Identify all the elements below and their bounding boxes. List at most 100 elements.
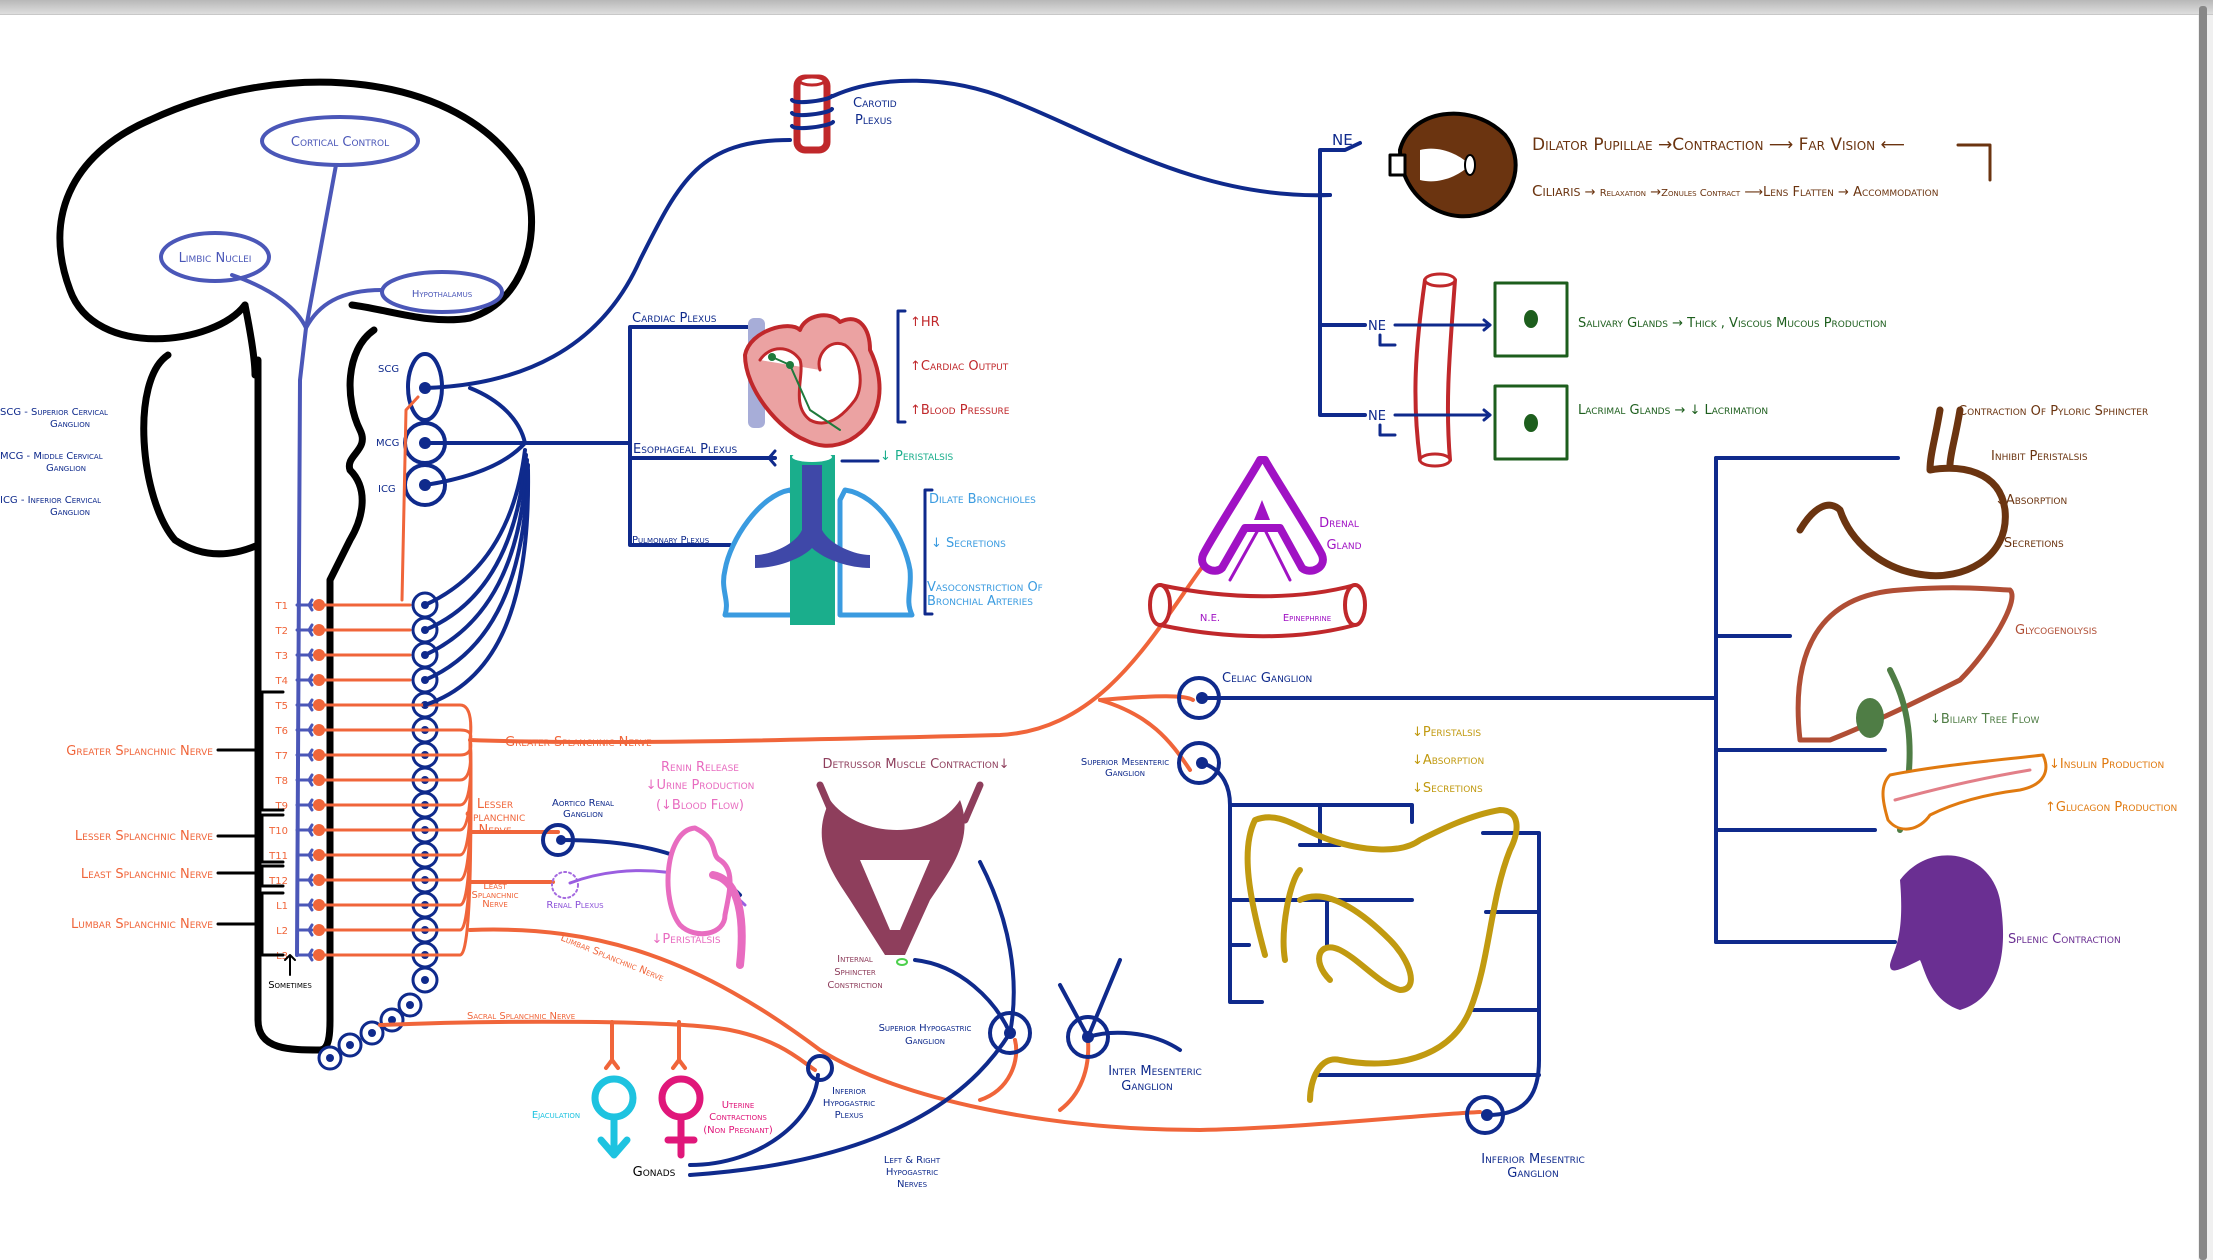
renal-plexus-label: Renal Plexus xyxy=(546,900,604,911)
lung-effects-bracket xyxy=(923,488,934,616)
spinal-level-label: T2 xyxy=(275,626,288,637)
kidney-icon xyxy=(665,825,746,969)
sup-hypogastric-label-2: Ganglion xyxy=(905,1036,945,1047)
lacrimal-gland-effect: Lacrimal Glands → ↓ Lacrimation xyxy=(1578,403,1768,418)
sometimes-label: Sometimes xyxy=(268,980,312,991)
splanchnic-brackets xyxy=(216,690,285,957)
pulmonary-plexus-label: Pulmonary Plexus xyxy=(632,535,710,546)
sup-hypogastric-label-1: Superior Hypogastric xyxy=(879,1023,972,1034)
lung-effect-bronchioles: Dilate Bronchioles xyxy=(929,492,1036,507)
stomach-effect-secretions: ↓Secretions xyxy=(1993,536,2064,551)
pelvic-fibers xyxy=(688,860,1182,1177)
cns-synapse xyxy=(295,698,314,712)
cns-synapse xyxy=(295,623,314,637)
lung-effect-secretions: ↓ Secretions xyxy=(931,536,1006,551)
svg-text:MCG - Middle Cervical: MCG - Middle Cervical xyxy=(0,451,103,462)
least-splanchnic-label-3: Nerve xyxy=(482,899,508,910)
spleen-icon xyxy=(1890,855,2004,1010)
sacral-chain-cell-body xyxy=(388,1016,396,1024)
svg-text:SCG - Superior Cervical: SCG - Superior Cervical xyxy=(0,407,108,418)
celiac-branches xyxy=(1200,456,1900,944)
spinal-level-label: T12 xyxy=(268,876,288,887)
sacral-chain-cell-body xyxy=(346,1041,354,1049)
spinal-level-label: T6 xyxy=(275,726,288,737)
ureter-effect-peristalsis: ↓Peristalsis xyxy=(651,932,720,947)
adrenal-label-1: Drenal xyxy=(1319,516,1359,531)
cns-synapse xyxy=(295,898,314,912)
cns-synapse xyxy=(295,823,314,837)
intestine-effect-absorption: ↓Absorption xyxy=(1412,753,1484,768)
uterine-label-3: (Non Pregnant) xyxy=(703,1125,773,1136)
blood-vessel-icon xyxy=(1413,272,1457,468)
salivary-gland-effect: Salivary Glands → Thick , Viscous Mucous… xyxy=(1578,316,1887,331)
window-top-bar xyxy=(0,0,2213,15)
cardiac-plexus-label: Cardiac Plexus xyxy=(632,311,717,326)
cns-synapse xyxy=(295,723,314,737)
mcg-label: MCG xyxy=(376,438,399,449)
aorticorenal-label-2: Ganglion xyxy=(563,809,603,820)
sacral-chain-cell-body xyxy=(406,1001,414,1009)
liver-icon xyxy=(1795,585,2015,743)
salivary-ne-label: NE xyxy=(1368,319,1386,334)
heart-effects-bracket xyxy=(896,309,907,424)
lungs-icon xyxy=(721,487,915,618)
lumbar-splanchnic-nerve xyxy=(468,927,1482,1132)
kidney-effect-blood-flow: (↓Blood Flow) xyxy=(656,798,744,813)
inf-hypogastric-label-2: Hypogastric xyxy=(823,1098,875,1109)
stomach-icon xyxy=(1796,406,2009,580)
uterine-label-2: Contractions xyxy=(709,1112,767,1123)
eye-icon xyxy=(1388,111,1518,219)
stomach-effect-peristalsis: Inhibit Peristalsis xyxy=(1991,449,2088,464)
esophageal-plexus-label: Esophageal Plexus xyxy=(633,442,737,457)
cortical-control-node xyxy=(260,115,420,167)
thoracic-plexus-branches xyxy=(523,318,777,547)
icg-label: ICG xyxy=(378,484,396,495)
renal-plexus-icon xyxy=(551,871,579,899)
spinal-level-label: T4 xyxy=(275,676,288,687)
lacrimal-ne-label: NE xyxy=(1368,409,1386,424)
male-gonad-branch xyxy=(604,1020,620,1070)
cervical-ganglia-legend: SCG - Superior Cervical Ganglion MCG - M… xyxy=(0,407,108,518)
lumbar-splanchnic-label: Lumbar Splanchnic Nerve xyxy=(559,933,665,984)
inter-mesenteric-label-2: Ganglion xyxy=(1121,1079,1172,1094)
carotid-plexus-label-1: Carotid xyxy=(853,96,897,111)
greater-to-celiac xyxy=(1098,694,1195,702)
spinal-level-label: T5 xyxy=(275,701,288,712)
gallbladder-icon xyxy=(1856,698,1884,738)
adrenal-blood-vessel xyxy=(1148,583,1367,639)
spinal-level-label: T3 xyxy=(275,651,288,662)
intestine-icon xyxy=(1244,807,1520,1103)
head-branches xyxy=(1318,141,1367,417)
gland-fibers xyxy=(1378,318,1492,437)
ascending-preganglionic-fiber xyxy=(400,395,420,602)
thoracic-postganglionic-fibers xyxy=(423,448,531,707)
lacrimal-gland-icon xyxy=(1493,384,1569,461)
greater-to-sup-mesenteric xyxy=(1098,698,1192,772)
vertical-scrollbar[interactable] xyxy=(2199,6,2207,1260)
aorticorenal-label-1: Aortico Renal xyxy=(552,798,614,809)
sup-hypogastric-cell-body xyxy=(1004,1027,1016,1039)
spinal-level-label: L2 xyxy=(276,926,288,937)
gonads-label: Gonads xyxy=(633,1165,676,1180)
spinal-level-label: T11 xyxy=(268,851,288,862)
spinal-level-label: T9 xyxy=(275,801,288,812)
scg-label: SCG xyxy=(378,364,399,375)
sup-mesenteric-label-1: Superior Mesenteric xyxy=(1081,757,1169,768)
gallbladder-effect: ↓Biliary Tree Flow xyxy=(1930,712,2040,727)
lesser-splanchnic-label-1: Lesser xyxy=(477,797,513,812)
sup-mesenteric-branches xyxy=(1200,761,1541,1117)
lesser-splanchnic-label-2: Splanchnic xyxy=(465,810,526,825)
sphincter-label-3: Constriction xyxy=(827,980,882,991)
least-splanchnic-label-1: Least xyxy=(483,881,507,892)
adrenal-label-2: Gland xyxy=(1326,538,1361,553)
lesser-splanchnic-label-3: Nerve xyxy=(478,823,511,838)
spinal-level-label: T10 xyxy=(268,826,288,837)
heart-effect-hr: ↑HR xyxy=(910,315,940,330)
intestine-effect-secretions: ↓Secretions xyxy=(1412,781,1483,796)
detrusor-effect: Detrussor Muscle Contraction↓ xyxy=(823,757,1010,772)
inf-hypogastric-label-3: Plexus xyxy=(835,1110,864,1121)
salivary-gland-icon xyxy=(1493,281,1569,358)
eye-ciliaris-effect: Ciliaris → Relaxation →Zonules Contract … xyxy=(1532,182,1938,200)
cns-synapse xyxy=(295,673,314,687)
